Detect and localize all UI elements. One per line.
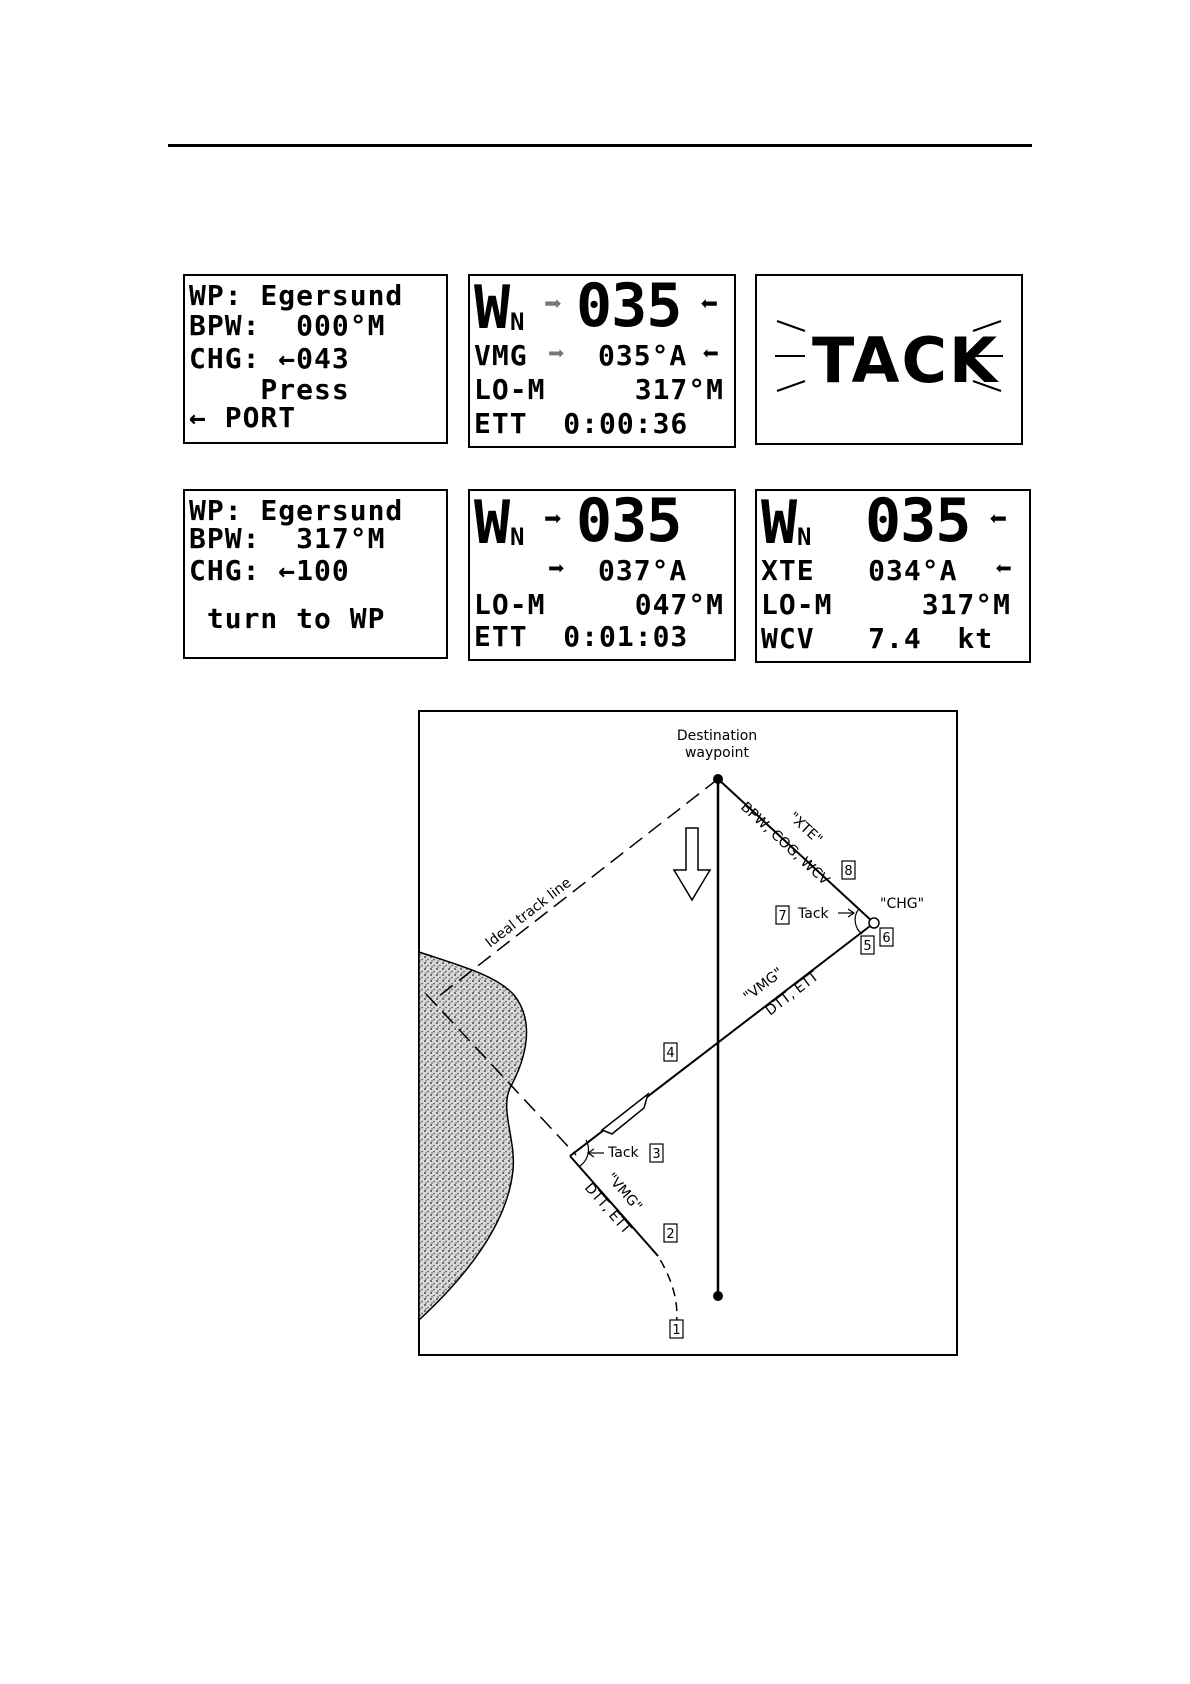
arrow-left-icon: ⬅ bbox=[995, 552, 1012, 585]
wind-angle: 035 bbox=[576, 274, 682, 341]
chg-point-icon bbox=[868, 917, 880, 929]
svg-text:6: 6 bbox=[882, 931, 890, 946]
arrow-right-icon: ➡ bbox=[544, 502, 563, 537]
start-point-icon bbox=[713, 1291, 723, 1301]
press-line: Press bbox=[189, 373, 350, 406]
lcd-panel-wind-xte: W N 035 ⬅ XTE 034°A ⬅ LO-M 317°M WCV 7.4… bbox=[755, 489, 1031, 663]
approach-path bbox=[657, 1255, 678, 1327]
tack-word: TACK bbox=[812, 324, 1000, 397]
turn-to-wp-line: turn to WP bbox=[189, 602, 386, 635]
svg-text:7: 7 bbox=[778, 909, 786, 924]
wind-w: W bbox=[474, 489, 510, 558]
wind-w: W bbox=[761, 489, 797, 558]
tack-route-diagram: Destination waypoint Ideal track line "X… bbox=[418, 710, 958, 1356]
svg-text:8: 8 bbox=[844, 864, 852, 879]
svg-text:3: 3 bbox=[652, 1147, 660, 1162]
chg-label: "CHG" bbox=[880, 896, 924, 912]
layline-dashed bbox=[425, 993, 577, 1156]
chg-line: CHG: ←100 bbox=[189, 554, 350, 587]
lo-m-line: LO-M 317°M bbox=[474, 373, 725, 406]
destination-label: Destination bbox=[677, 728, 757, 744]
third-leg bbox=[717, 778, 875, 924]
svg-text:4: 4 bbox=[666, 1046, 674, 1061]
tack-angle-3 bbox=[579, 1139, 590, 1167]
arrow-right-icon: ➡ bbox=[548, 552, 565, 585]
lcd-panel-waypoint-press-port: WP: Egersund BPW: 000°M CHG: ←043 Press … bbox=[183, 274, 448, 444]
wind-w: W bbox=[474, 274, 510, 343]
waypoint-label: waypoint bbox=[685, 745, 750, 761]
coastline-land bbox=[418, 950, 528, 1322]
header-rule bbox=[168, 144, 1032, 147]
wind-angle: 035 bbox=[865, 489, 971, 556]
port-line: ← PORT bbox=[189, 401, 297, 434]
step-marker-2: 2 bbox=[663, 1223, 678, 1243]
svg-text:2: 2 bbox=[666, 1227, 674, 1242]
wind-n: N bbox=[510, 523, 525, 551]
boat-icon bbox=[600, 1091, 650, 1135]
step-marker-8: 8 bbox=[841, 860, 856, 880]
step-marker-1: 1 bbox=[669, 1319, 684, 1339]
step-marker-5: 5 bbox=[860, 935, 875, 955]
wind-n: N bbox=[510, 308, 525, 336]
waypoint-line: WP: Egersund bbox=[189, 279, 404, 312]
lcd-panel-wind-vmg: W N ➡ 035 ⬅ VMG ➡ 035°A ⬅ LO-M 317°M ETT… bbox=[468, 274, 736, 448]
tack-angle-7 bbox=[854, 909, 863, 935]
ett-line: ETT 0:01:03 bbox=[474, 620, 689, 653]
arrow-left-icon bbox=[586, 1148, 595, 1158]
ideal-track-line bbox=[433, 778, 719, 1001]
vmg-value: 035°A bbox=[598, 339, 688, 372]
bpw-line: BPW: 000°M bbox=[189, 309, 386, 342]
lo-m-line: LO-M 047°M bbox=[474, 588, 725, 621]
step-marker-3: 3 bbox=[649, 1143, 664, 1163]
bpw-line: BPW: 317°M bbox=[189, 522, 386, 555]
arrow-left-icon: ⬅ bbox=[700, 287, 719, 322]
arrow-left-icon: ⬅ bbox=[702, 337, 719, 370]
svg-text:1: 1 bbox=[672, 1323, 680, 1338]
arrow-left-icon: ⬅ bbox=[989, 502, 1008, 537]
arrow-right-icon bbox=[847, 908, 856, 918]
wind-arrow-icon bbox=[672, 827, 712, 902]
chg-line: CHG: ←043 bbox=[189, 342, 350, 375]
wcv-line: WCV 7.4 kt bbox=[761, 622, 994, 655]
first-leg bbox=[569, 1155, 659, 1257]
lo-m-line: LO-M 317°M bbox=[761, 588, 1012, 621]
ett-line: ETT 0:00:36 bbox=[474, 407, 689, 440]
wind-n: N bbox=[797, 523, 812, 551]
step-marker-7: 7 bbox=[775, 905, 790, 925]
step-marker-4: 4 bbox=[663, 1042, 678, 1062]
tack-label-7: Tack bbox=[797, 906, 830, 922]
step-marker-6: 6 bbox=[879, 927, 894, 947]
svg-text:5: 5 bbox=[863, 939, 871, 954]
arrow-right-icon: ➡ bbox=[548, 337, 565, 370]
lcd-panel-tack-alert: TACK bbox=[755, 274, 1023, 445]
tack-flash-lines-icon bbox=[775, 320, 1003, 392]
xte-line: XTE 034°A bbox=[761, 554, 958, 587]
vmg-value: 037°A bbox=[598, 554, 688, 587]
arrow-right-icon: ➡ bbox=[544, 287, 563, 322]
tack-label-3: Tack bbox=[607, 1145, 640, 1161]
lcd-panel-waypoint-turn: WP: Egersund BPW: 317°M CHG: ←100 turn t… bbox=[183, 489, 448, 659]
waypoint-line: WP: Egersund bbox=[189, 494, 404, 527]
lcd-panel-wind-lo-m: W N ➡ 035 ➡ 037°A LO-M 047°M ETT 0:01:03 bbox=[468, 489, 736, 661]
wind-angle: 035 bbox=[576, 489, 682, 556]
vmg-label: VMG bbox=[474, 339, 528, 372]
